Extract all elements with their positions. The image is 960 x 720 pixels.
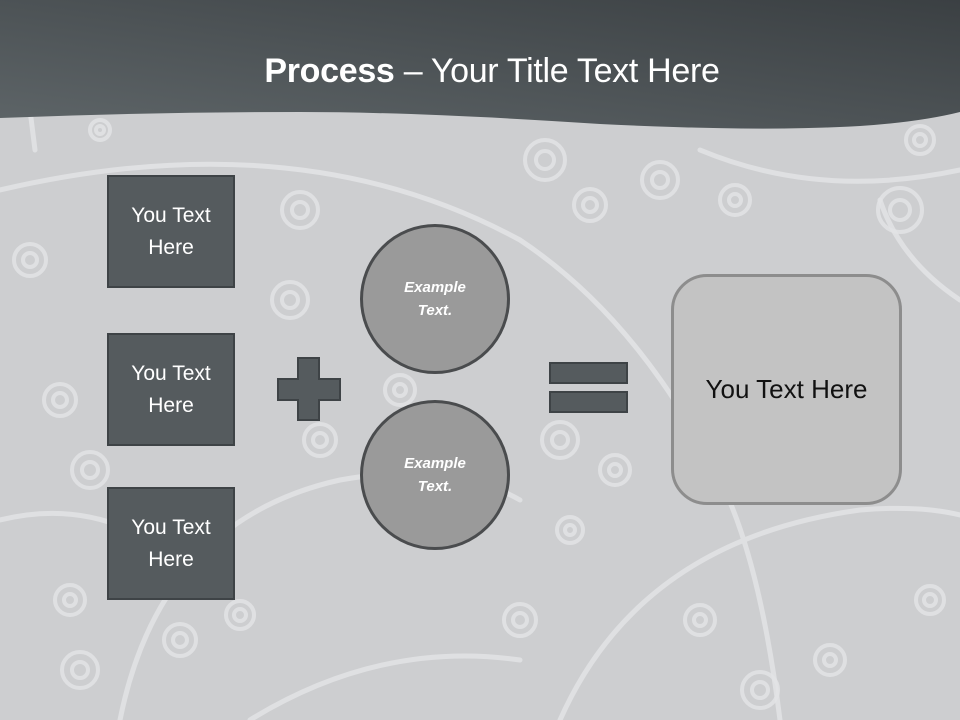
- plus-icon: [277, 357, 341, 421]
- circle-label: Example Text.: [404, 455, 466, 495]
- example-circle-1: Example Text.: [360, 224, 510, 374]
- result-box: You Text Here: [671, 274, 902, 505]
- slide-title: Process – Your Title Text Here: [0, 52, 960, 91]
- result-box-label: You Text Here: [705, 374, 868, 404]
- input-box-label: You Text Here: [131, 515, 211, 571]
- circle-label: Example Text.: [404, 279, 466, 319]
- title-bold: Process: [264, 52, 395, 90]
- example-circle-2: Example Text.: [360, 400, 510, 550]
- equals-icon: [549, 362, 628, 413]
- input-box-3: You Text Here: [107, 487, 235, 600]
- input-box-1: You Text Here: [107, 175, 235, 288]
- header-band: [0, 0, 960, 129]
- input-box-label: You Text Here: [131, 203, 211, 259]
- input-box-label: You Text Here: [131, 361, 211, 417]
- title-rest: – Your Title Text Here: [394, 52, 720, 90]
- input-box-2: You Text Here: [107, 333, 235, 446]
